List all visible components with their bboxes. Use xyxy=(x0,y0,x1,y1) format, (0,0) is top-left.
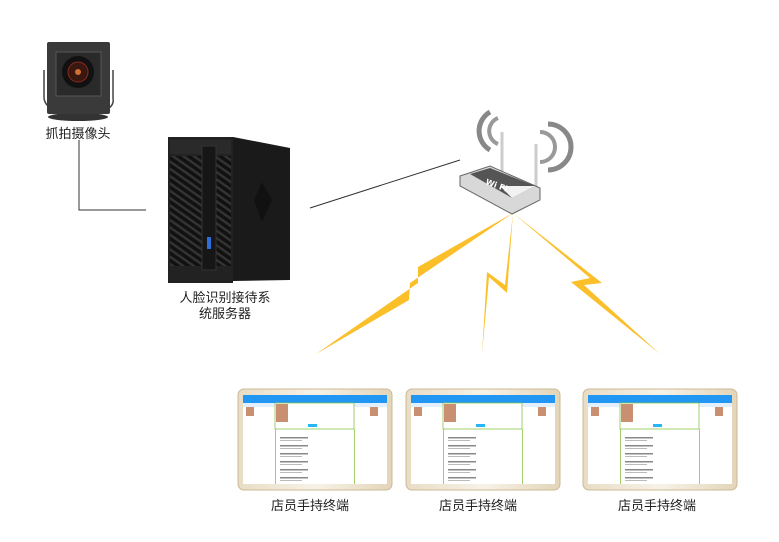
camera-icon xyxy=(43,42,114,121)
tablet-icon xyxy=(405,388,561,491)
wireless-bolt-right xyxy=(513,213,660,354)
server-icon xyxy=(168,137,290,283)
server-label-line2: 统服务器 xyxy=(198,307,251,322)
camera-server-cable xyxy=(78,140,146,211)
server-router-link xyxy=(309,159,461,209)
wifi-router-icon: Wi Fi xyxy=(459,109,574,215)
wireless-bolt-left xyxy=(316,213,513,354)
tablet-icon xyxy=(582,388,738,491)
server-label-line1: 人脸识别接待系 xyxy=(179,291,271,306)
terminal-label-2: 店员手持终端 xyxy=(438,499,517,514)
terminal-label-1: 店员手持终端 xyxy=(270,499,349,514)
tablet-icon xyxy=(237,388,393,491)
camera-label: 抓拍摄像头 xyxy=(45,127,111,142)
server-label: 人脸识别接待系 统服务器 xyxy=(160,291,290,323)
wireless-bolt-middle xyxy=(482,213,513,354)
terminal-label-3: 店员手持终端 xyxy=(617,499,696,514)
